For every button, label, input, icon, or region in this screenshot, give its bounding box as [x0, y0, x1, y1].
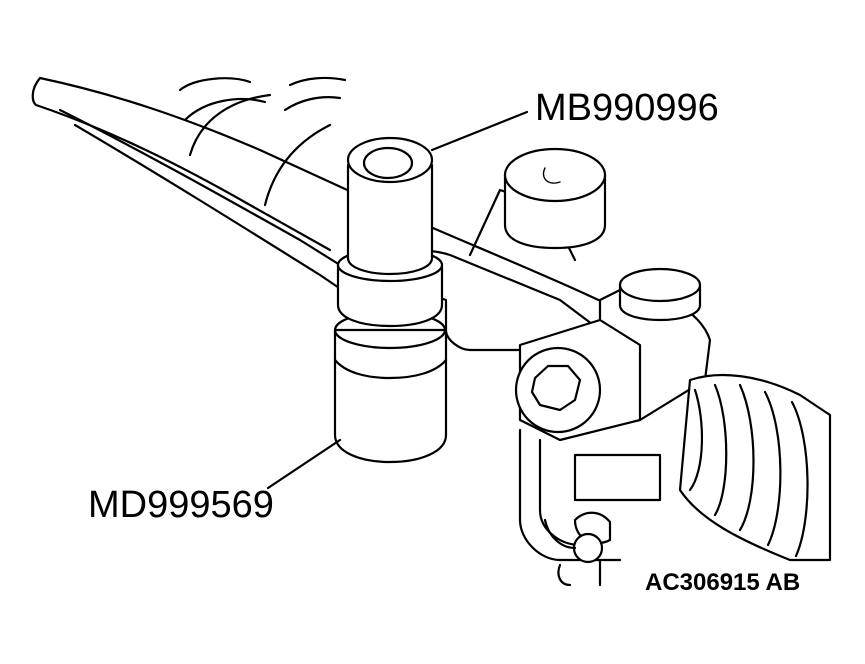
rear-boss	[503, 147, 607, 250]
upper-tool-mb990996	[336, 136, 444, 328]
leader-line-lower	[266, 438, 342, 490]
callout-label-lower: MD999569	[88, 484, 274, 526]
bellows-boot	[678, 373, 832, 562]
figure-code: AC306915 AB	[645, 569, 800, 596]
callout-label-upper: MB990996	[535, 87, 719, 129]
lower-fittings	[518, 428, 662, 587]
lower-tool-md999569	[333, 310, 448, 464]
valve-housing	[514, 267, 712, 442]
leader-line-upper	[430, 110, 529, 152]
